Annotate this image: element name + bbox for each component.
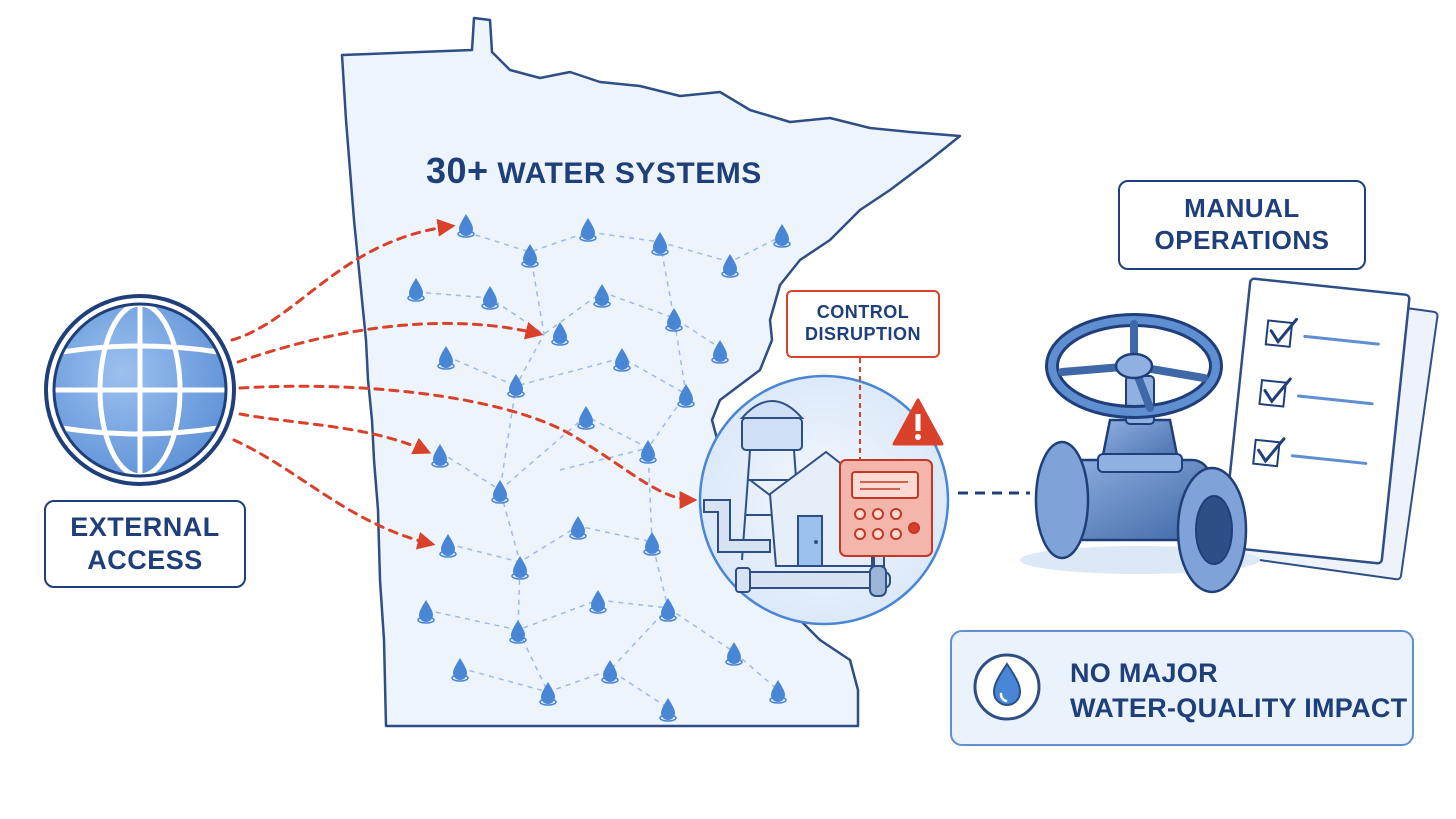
water-drop-icon (509, 620, 527, 644)
water-drop-icon (769, 680, 787, 704)
water-drop-icon (491, 480, 509, 504)
water-drop-icon (725, 642, 743, 666)
water-drop-icon (507, 374, 525, 398)
map-title-text: WATER SYSTEMS (497, 157, 762, 190)
map-title: 30+ WATER SYSTEMS (426, 150, 762, 192)
water-drop-icon (613, 348, 631, 372)
water-drop-icon (773, 224, 791, 248)
water-drop-icon (973, 653, 1041, 721)
impact-line-1: NO MAJOR (1070, 658, 1218, 688)
water-drop-icon (551, 322, 569, 346)
manual-operations-label: MANUAL OPERATIONS (1118, 180, 1366, 270)
water-drop-icon (457, 214, 475, 238)
water-drop-icon (511, 556, 529, 580)
water-drop-icon (577, 406, 595, 430)
valve-icon (1020, 313, 1260, 594)
water-drop-icon (439, 534, 457, 558)
water-drop-icon (651, 232, 669, 256)
water-drop-icon (521, 244, 539, 268)
state-map-outline (340, 16, 962, 728)
map-title-number: 30+ (426, 150, 489, 191)
water-drop-icon (659, 598, 677, 622)
control-disruption-label: CONTROL DISRUPTION (786, 290, 940, 358)
water-drop-icon (589, 590, 607, 614)
warning-triangle-icon (892, 398, 944, 446)
water-drop-icon (539, 682, 557, 706)
water-drop-icon (417, 600, 435, 624)
control-disruption-line-1: CONTROL (816, 302, 910, 323)
water-drop-icon (481, 286, 499, 310)
checklist-icon (1221, 277, 1439, 581)
water-drop-icon (593, 284, 611, 308)
impact-callout: NO MAJOR WATER-QUALITY IMPACT (950, 630, 1414, 746)
external-access-label: EXTERNAL ACCESS (44, 500, 246, 588)
external-access-arrows (230, 218, 698, 550)
water-drop-icon (431, 444, 449, 468)
impact-line-2: WATER-QUALITY IMPACT (1070, 693, 1408, 724)
water-drop-icon (569, 516, 587, 540)
globe-icon (44, 294, 236, 486)
manual-operations-line-1: MANUAL (1184, 193, 1300, 224)
water-drop-icon (665, 308, 683, 332)
manual-operations-line-2: OPERATIONS (1154, 225, 1330, 255)
water-tower-control-panel-icon (698, 358, 950, 626)
water-drop-icon (451, 658, 469, 682)
water-drop-icon (643, 532, 661, 556)
water-drop-icon (639, 440, 657, 464)
water-drop-icon (579, 218, 597, 242)
water-drop-icon (711, 340, 729, 364)
impact-text: NO MAJOR WATER-QUALITY IMPACT (1070, 656, 1407, 726)
water-drop-icon (437, 346, 455, 370)
water-drop-icon (677, 384, 695, 408)
water-drop-icon (601, 660, 619, 684)
water-drop-icon (407, 278, 425, 302)
external-access-line-2: ACCESS (87, 545, 203, 575)
water-drop-icon (659, 698, 677, 722)
control-disruption-line-2: DISRUPTION (804, 324, 921, 344)
water-drop-icon (721, 254, 739, 278)
external-access-line-1: EXTERNAL (70, 512, 220, 543)
water-system-sites (407, 214, 791, 722)
